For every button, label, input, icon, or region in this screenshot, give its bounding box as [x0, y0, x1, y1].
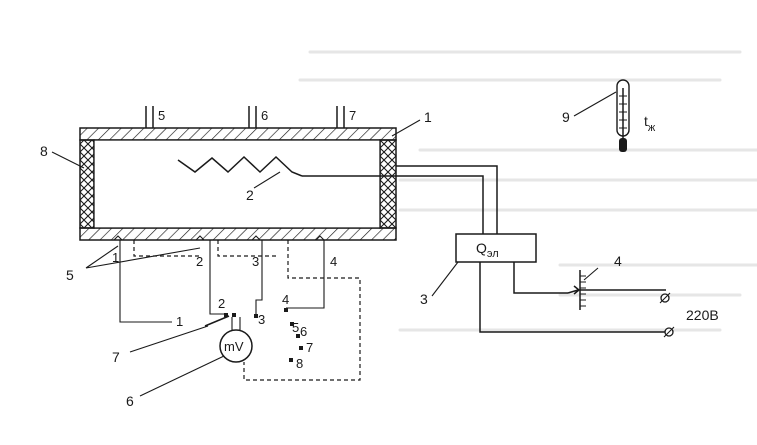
label-thermocouples: 5 — [66, 267, 74, 283]
label-chamber: 1 — [424, 109, 432, 125]
label-rheostat: 4 — [614, 253, 622, 269]
label-heater: 2 — [246, 187, 254, 203]
heater-wire — [302, 165, 498, 234]
insulation-right — [379, 139, 397, 229]
label-port-7: 7 — [349, 108, 356, 123]
label-controller: 3 — [420, 291, 428, 307]
top-ports — [145, 106, 345, 128]
millivoltmeter — [219, 317, 253, 363]
label-thermometer: 9 — [562, 109, 570, 125]
leader-lines — [51, 119, 599, 397]
label-tc-4: 4 — [330, 254, 337, 269]
label-sw-3: 3 — [258, 312, 265, 327]
thermocouple-junctions — [113, 235, 325, 241]
thermocouple-wires — [119, 240, 325, 323]
switch-contacts — [204, 308, 303, 362]
controller-wiring — [479, 262, 668, 333]
label-sw-2: 2 — [218, 296, 225, 311]
label-sw-5: 5 — [292, 320, 299, 335]
label-millivoltmeter: 6 — [126, 393, 134, 409]
label-insulation: 8 — [40, 143, 48, 159]
temperature-symbol: tж — [644, 113, 656, 134]
voltage-label: 220В — [686, 307, 719, 323]
controller-symbol: Qэл — [476, 240, 499, 260]
label-sw-7: 7 — [306, 340, 313, 355]
label-port-6: 6 — [261, 108, 268, 123]
label-port-5: 5 — [158, 108, 165, 123]
meter-label: mV — [224, 339, 244, 354]
label-sw-1: 1 — [176, 314, 183, 329]
chamber — [79, 127, 397, 241]
mains-terminals — [659, 292, 675, 338]
label-tc-2: 2 — [196, 254, 203, 269]
heater-coil — [177, 155, 303, 177]
label-tc-1: 1 — [112, 250, 119, 265]
controller-box — [455, 233, 537, 263]
rheostat — [567, 270, 586, 310]
insulation-left — [79, 139, 95, 229]
label-sw-4: 4 — [282, 292, 289, 307]
label-switch: 7 — [112, 349, 120, 365]
label-tc-3: 3 — [252, 254, 259, 269]
thermometer — [573, 79, 630, 152]
thermocouple-returns — [133, 240, 361, 381]
label-sw-8: 8 — [296, 356, 303, 371]
background-bleed-through — [298, 50, 757, 332]
label-sw-6: 6 — [300, 324, 307, 339]
